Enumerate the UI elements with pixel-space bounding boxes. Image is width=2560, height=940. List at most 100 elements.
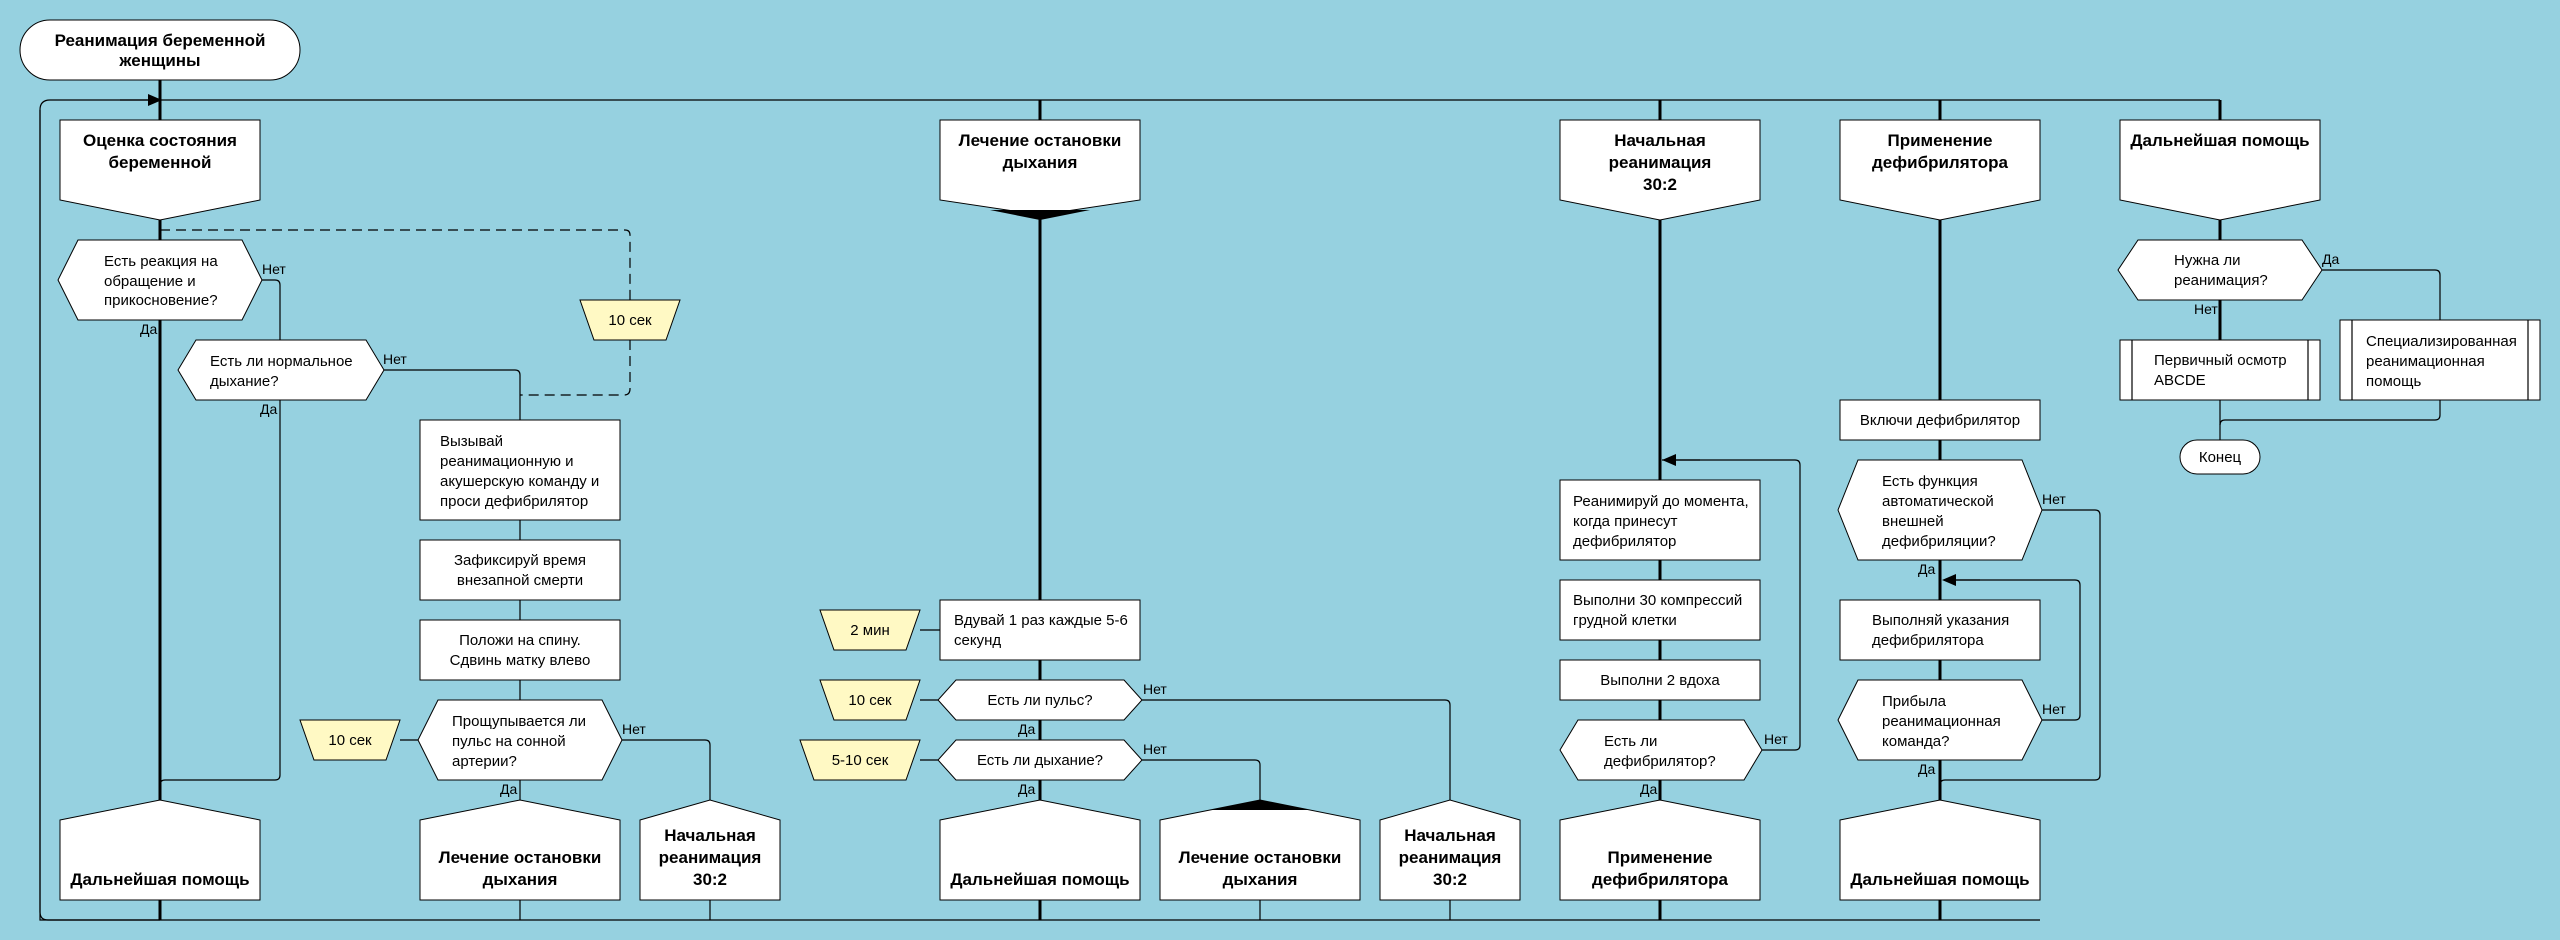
svg-text:Дальнейшая помощь: Дальнейшая помощь xyxy=(950,870,1129,889)
svg-text:Первичный осмотр: Первичный осмотр xyxy=(2154,352,2287,369)
svg-text:прикосновение?: прикосновение? xyxy=(104,292,218,309)
label-no: Нет xyxy=(2042,491,2066,507)
svg-text:Есть реакция на: Есть реакция на xyxy=(104,253,218,270)
svg-text:реанимация: реанимация xyxy=(659,848,762,867)
lane-header-defibrillator: Применение дефибрилятора xyxy=(1839,119,2041,221)
svg-text:реанимация?: реанимация? xyxy=(2174,272,2268,289)
timer-2min: 2 мин xyxy=(819,609,921,651)
svg-text:Реанимация беременной: Реанимация беременной xyxy=(55,31,266,50)
svg-text:реанимационная: реанимационная xyxy=(2366,353,2485,370)
svg-text:Начальная: Начальная xyxy=(1404,826,1496,845)
footer-breathing-arrest: Лечение остановки дыхания xyxy=(1159,799,1361,901)
lane-header-assess: Оценка состояния беременной xyxy=(59,119,261,221)
svg-text:артерии?: артерии? xyxy=(452,753,517,770)
decision-breathing: Есть ли дыхание? xyxy=(937,739,1143,781)
svg-text:30:2: 30:2 xyxy=(1433,870,1467,889)
svg-text:внешней: внешней xyxy=(1882,513,1944,530)
footer-further-care: Дальнейшая помощь xyxy=(939,799,1141,901)
svg-text:дефибрилятора: дефибрилятора xyxy=(1592,870,1728,889)
svg-text:дыхания: дыхания xyxy=(483,870,558,889)
svg-text:Есть ли дыхание?: Есть ли дыхание? xyxy=(977,752,1103,769)
svg-text:Специализированная: Специализированная xyxy=(2366,333,2517,350)
svg-text:Дальнейшая помощь: Дальнейшая помощь xyxy=(70,870,249,889)
label-no: Нет xyxy=(2042,701,2066,717)
connectors xyxy=(39,70,2441,921)
svg-text:Выполни 2 вдоха: Выполни 2 вдоха xyxy=(1600,672,1720,689)
svg-text:секунд: секунд xyxy=(954,632,1001,649)
label-yes: Да xyxy=(1918,561,1935,577)
svg-text:помощь: помощь xyxy=(2366,373,2421,390)
process-call-team: Вызывай реанимационную и акушерскую кома… xyxy=(419,419,621,521)
svg-text:Прощупывается ли: Прощупывается ли xyxy=(452,713,586,730)
svg-text:Прибыла: Прибыла xyxy=(1882,693,1947,710)
subprocess-specialized-care: Специализированная реанимационная помощь xyxy=(2339,319,2541,401)
svg-text:дефибрилятора: дефибрилятора xyxy=(1872,153,2008,172)
svg-text:10 сек: 10 сек xyxy=(328,732,372,749)
lane-header-initial-cpr: Начальная реанимация 30:2 xyxy=(1559,119,1761,221)
svg-text:Включи дефибрилятор: Включи дефибрилятор xyxy=(1860,412,2020,429)
svg-text:дыхание?: дыхание? xyxy=(210,373,279,390)
svg-text:дыхания: дыхания xyxy=(1223,870,1298,889)
footer-initial-cpr: Начальная реанимация 30:2 xyxy=(639,799,781,901)
footer-initial-cpr: Начальная реанимация 30:2 xyxy=(1379,799,1521,901)
subprocess-primary-abcde: Первичный осмотр ABCDE xyxy=(2119,339,2321,401)
timer-5-10s: 5-10 сек xyxy=(799,739,921,781)
svg-text:Вызывай: Вызывай xyxy=(440,433,503,450)
svg-text:Есть ли: Есть ли xyxy=(1604,733,1657,750)
svg-text:дыхания: дыхания xyxy=(1003,153,1078,172)
process-2-breaths: Выполни 2 вдоха xyxy=(1559,659,1761,701)
svg-text:Сдвинь матку влево: Сдвинь матку влево xyxy=(450,652,591,669)
decision-carotid-pulse: Прощупывается ли пульс на сонной артерии… xyxy=(417,699,623,781)
svg-text:Применение: Применение xyxy=(1888,131,1993,150)
decision-team-arrived: Прибыла реанимационная команда? xyxy=(1837,679,2043,761)
label-no: Нет xyxy=(1143,741,1167,757)
svg-text:Положи на спину.: Положи на спину. xyxy=(459,632,581,649)
label-no: Нет xyxy=(2194,301,2218,317)
svg-text:дефибрилятор: дефибрилятор xyxy=(1573,533,1676,550)
decision-has-defibrillator: Есть ли дефибрилятор? xyxy=(1559,719,1763,781)
svg-text:дефибрилятора: дефибрилятора xyxy=(1872,632,1984,649)
svg-text:когда принесут: когда принесут xyxy=(1573,513,1678,530)
label-no: Нет xyxy=(383,351,407,367)
timer-10s-c: 10 сек xyxy=(819,679,921,721)
svg-text:Начальная: Начальная xyxy=(664,826,756,845)
footer-further-care: Дальнейшая помощь xyxy=(59,799,261,901)
label-yes: Да xyxy=(1018,721,1035,737)
svg-text:Дальнейшая помощь: Дальнейшая помощь xyxy=(1850,870,2029,889)
decision-pulse: Есть ли пульс? xyxy=(937,679,1143,721)
label-yes: Да xyxy=(1018,781,1035,797)
label-yes: Да xyxy=(1918,761,1935,777)
svg-text:дефибриляции?: дефибриляции? xyxy=(1882,533,1996,550)
svg-text:Лечение остановки: Лечение остановки xyxy=(959,131,1122,150)
svg-text:реанимационную и: реанимационную и xyxy=(440,453,574,470)
label-yes: Да xyxy=(260,401,277,417)
svg-text:Применение: Применение xyxy=(1608,848,1713,867)
label-no: Нет xyxy=(1764,731,1788,747)
svg-text:реанимация: реанимация xyxy=(1399,848,1502,867)
label-no: Нет xyxy=(1143,681,1167,697)
svg-text:дефибрилятор?: дефибрилятор? xyxy=(1604,753,1716,770)
footer-breathing-arrest: Лечение остановки дыхания xyxy=(419,799,621,901)
lane-header-further-care: Дальнейшая помощь xyxy=(2119,119,2321,221)
svg-text:Есть функция: Есть функция xyxy=(1882,473,1978,490)
footer-further-care: Дальнейшая помощь xyxy=(1839,799,2041,901)
end-terminator: Конец xyxy=(2179,439,2261,475)
svg-text:обращение и: обращение и xyxy=(104,273,196,290)
svg-text:Лечение остановки: Лечение остановки xyxy=(1179,848,1342,867)
label-yes: Да xyxy=(500,781,517,797)
process-follow-instructions: Выполняй указания дефибрилятора xyxy=(1839,599,2041,661)
svg-text:Вдувай 1 раз каждые 5-6: Вдувай 1 раз каждые 5-6 xyxy=(954,612,1128,629)
timer-10s-b: 10 сек xyxy=(299,719,401,761)
decision-aed-function: Есть функция автоматической внешней дефи… xyxy=(1837,459,2043,561)
timer-10s-a: 10 сек xyxy=(579,299,681,341)
label-yes: Да xyxy=(140,321,157,337)
decision-normal-breathing: Есть ли нормальное дыхание? xyxy=(177,339,385,401)
label-no: Нет xyxy=(622,721,646,737)
svg-text:10 сек: 10 сек xyxy=(848,692,892,709)
svg-text:Зафиксируй время: Зафиксируй время xyxy=(454,552,586,569)
svg-text:внезапной смерти: внезапной смерти xyxy=(457,572,583,589)
svg-text:Выполни 30 компрессий: Выполни 30 компрессий xyxy=(1573,592,1742,609)
decision-need-resuscitation: Нужна ли реанимация? xyxy=(2117,239,2323,301)
svg-text:5-10 сек: 5-10 сек xyxy=(832,752,889,769)
label-yes: Да xyxy=(2322,251,2339,267)
